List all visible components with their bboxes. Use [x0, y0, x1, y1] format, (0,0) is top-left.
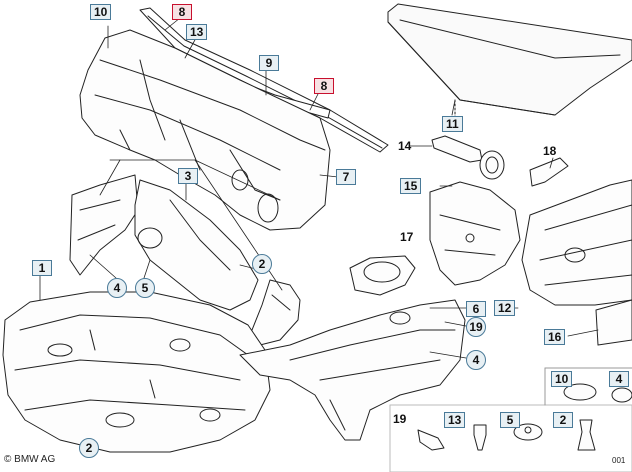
- part-6-tunnel-insulation: [239, 299, 466, 441]
- part-15-side-panel: [429, 181, 521, 286]
- key-2: 2: [553, 412, 573, 428]
- part-10-firewall-insulation: [79, 29, 331, 231]
- callout-16: 16: [544, 329, 566, 345]
- callout-17: 17: [400, 230, 414, 244]
- callout-8-mid: 8: [314, 78, 334, 94]
- callout-8-top: 8: [172, 4, 192, 20]
- callout-11: 11: [442, 116, 463, 132]
- clip-4: [611, 387, 632, 403]
- callout-15: 15: [400, 178, 422, 194]
- callout-12: 12: [494, 300, 516, 316]
- callout-19-mid: 19: [466, 317, 486, 337]
- callout-4-right: 4: [466, 350, 486, 370]
- callout-1: 1: [32, 260, 52, 276]
- part-1-floor-insulation: [2, 291, 271, 453]
- callout-6: 6: [466, 301, 486, 317]
- key-19: 19: [393, 412, 407, 426]
- clip-13: [473, 424, 487, 451]
- part-16-mat: [595, 299, 632, 346]
- callout-7: 7: [336, 169, 356, 185]
- callout-5-left: 5: [135, 278, 155, 298]
- key-10: 10: [551, 371, 573, 387]
- diagram-reference: 001: [612, 456, 626, 465]
- callout-3: 3: [178, 168, 198, 184]
- part-3-inner-panel: [134, 179, 259, 311]
- callout-2-bottom: 2: [79, 438, 99, 458]
- part-11-cover-panel: [387, 3, 632, 119]
- part-4-left-insulation: [69, 174, 139, 276]
- part-12-door-panel: [521, 179, 632, 306]
- callout-10-top: 10: [90, 4, 112, 20]
- callout-13: 13: [186, 24, 208, 40]
- callout-9: 9: [259, 55, 279, 71]
- callout-2-mid: 2: [252, 254, 272, 274]
- copyright-text: © BMW AG: [4, 454, 56, 465]
- clip-5: [513, 423, 543, 441]
- part-18-pad: [529, 157, 569, 187]
- key-5: 5: [500, 412, 520, 428]
- key-4: 4: [609, 371, 629, 387]
- callout-4-left: 4: [107, 278, 127, 298]
- clip-10: [563, 383, 597, 401]
- clip-2: [577, 419, 596, 451]
- part-2-mid-piece: [249, 279, 301, 346]
- key-13: 13: [444, 412, 466, 428]
- callout-18: 18: [543, 144, 557, 158]
- part-17-cap: [349, 255, 416, 296]
- callout-14: 14: [398, 139, 412, 153]
- clip-19: [417, 429, 445, 451]
- part-14-strap: [431, 135, 505, 180]
